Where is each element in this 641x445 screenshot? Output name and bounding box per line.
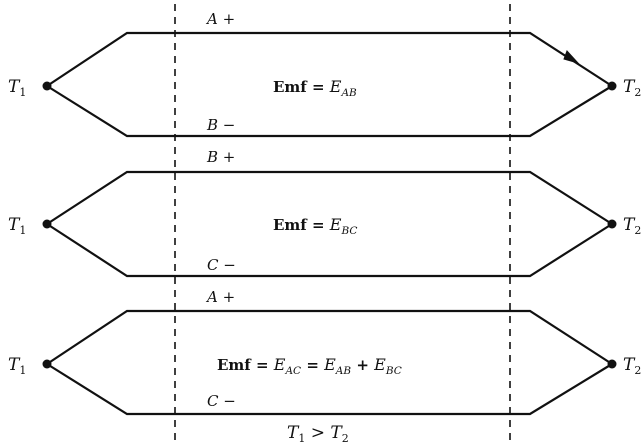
emf-subscript: AB xyxy=(340,87,357,99)
junction-subscript: 2 xyxy=(634,224,641,237)
junction-subscript: 1 xyxy=(19,86,26,99)
emf-subscript: BC xyxy=(385,365,402,377)
top-wire-label-2: B + xyxy=(206,148,235,166)
emf-word: Emf xyxy=(273,216,308,234)
emf-operator: = xyxy=(251,356,274,374)
left-junction-label-3: T1 xyxy=(8,355,26,377)
emf-subscript: AC xyxy=(284,365,301,377)
wire-letter: A xyxy=(205,10,218,28)
emf-operator: = xyxy=(307,78,330,96)
right-junction-label-2: T2 xyxy=(623,215,641,237)
right-junction-label-1: T2 xyxy=(623,77,641,99)
bottom-wire-label-1: B − xyxy=(206,116,235,134)
wire-sign: − xyxy=(218,392,235,410)
junction-symbol: T xyxy=(623,77,636,97)
junction-symbol: T xyxy=(623,215,636,235)
emf-symbol: E xyxy=(323,355,336,374)
wire-letter: C xyxy=(207,256,219,274)
junction-subscript: 2 xyxy=(634,86,641,99)
junction-subscript: 1 xyxy=(19,224,26,237)
emf-expression-1: Emf = EAB xyxy=(273,77,357,99)
bottom-wire-1 xyxy=(46,85,613,138)
condition-relation: > xyxy=(305,423,330,443)
wire-sign: + xyxy=(218,148,235,166)
bottom-wire-label-3: C − xyxy=(207,392,236,410)
top-wire-label-3: A + xyxy=(205,288,235,306)
wire-sign: − xyxy=(218,116,235,134)
emf-symbol: E xyxy=(329,215,342,234)
hot-junction-dot-2 xyxy=(42,219,52,229)
junction-subscript: 1 xyxy=(19,364,26,377)
top-wire-2 xyxy=(46,170,613,225)
cold-junction-dot-1 xyxy=(607,81,617,91)
temperature-condition: T1 > T2 xyxy=(287,423,349,445)
emf-word: Emf xyxy=(217,356,252,374)
hot-junction-dot-3 xyxy=(42,359,52,369)
wire-sign: − xyxy=(218,256,235,274)
emf-operator: = xyxy=(307,216,330,234)
wire-letter: A xyxy=(205,288,218,306)
emf-symbol: E xyxy=(329,77,342,96)
junction-subscript: 2 xyxy=(634,364,641,377)
junction-symbol: T xyxy=(8,215,21,235)
right-junction-label-3: T2 xyxy=(623,355,641,377)
left-junction-label-1: T1 xyxy=(8,77,26,99)
junction-symbol: T xyxy=(8,77,21,97)
hot-junction-dot-1 xyxy=(42,81,52,91)
emf-operator: = xyxy=(301,356,324,374)
emf-symbol: E xyxy=(373,355,386,374)
condition-lhs-symbol: T xyxy=(287,423,300,443)
wire-letter: B xyxy=(206,148,218,166)
emf-expression-2: Emf = EBC xyxy=(273,215,357,237)
emf-subscript: BC xyxy=(340,225,357,237)
wire-sign: + xyxy=(218,288,235,306)
junction-symbol: T xyxy=(8,355,21,375)
emf-symbol: E xyxy=(273,355,286,374)
bottom-wire-2 xyxy=(46,223,613,278)
emf-word: Emf xyxy=(273,78,308,96)
wire-sign: + xyxy=(218,10,235,28)
left-junction-label-2: T1 xyxy=(8,215,26,237)
top-wire-label-1: A + xyxy=(205,10,235,28)
wire-letter: B xyxy=(206,116,218,134)
bottom-wire-label-2: C − xyxy=(207,256,236,274)
emf-operator: + xyxy=(351,356,374,374)
cold-junction-dot-3 xyxy=(607,359,617,369)
bottom-wire-3 xyxy=(46,363,613,416)
condition-rhs-symbol: T xyxy=(330,423,343,443)
top-wire-3 xyxy=(46,309,613,365)
cold-junction-dot-2 xyxy=(607,219,617,229)
wire-letter: C xyxy=(207,392,219,410)
emf-expression-3: Emf = EAC = EAB + EBC xyxy=(217,355,402,377)
current-arrow xyxy=(563,50,580,64)
junction-symbol: T xyxy=(623,355,636,375)
emf-subscript: AB xyxy=(335,365,352,377)
condition-rhs-subscript: 2 xyxy=(342,432,349,445)
condition-lhs-subscript: 1 xyxy=(298,432,305,445)
